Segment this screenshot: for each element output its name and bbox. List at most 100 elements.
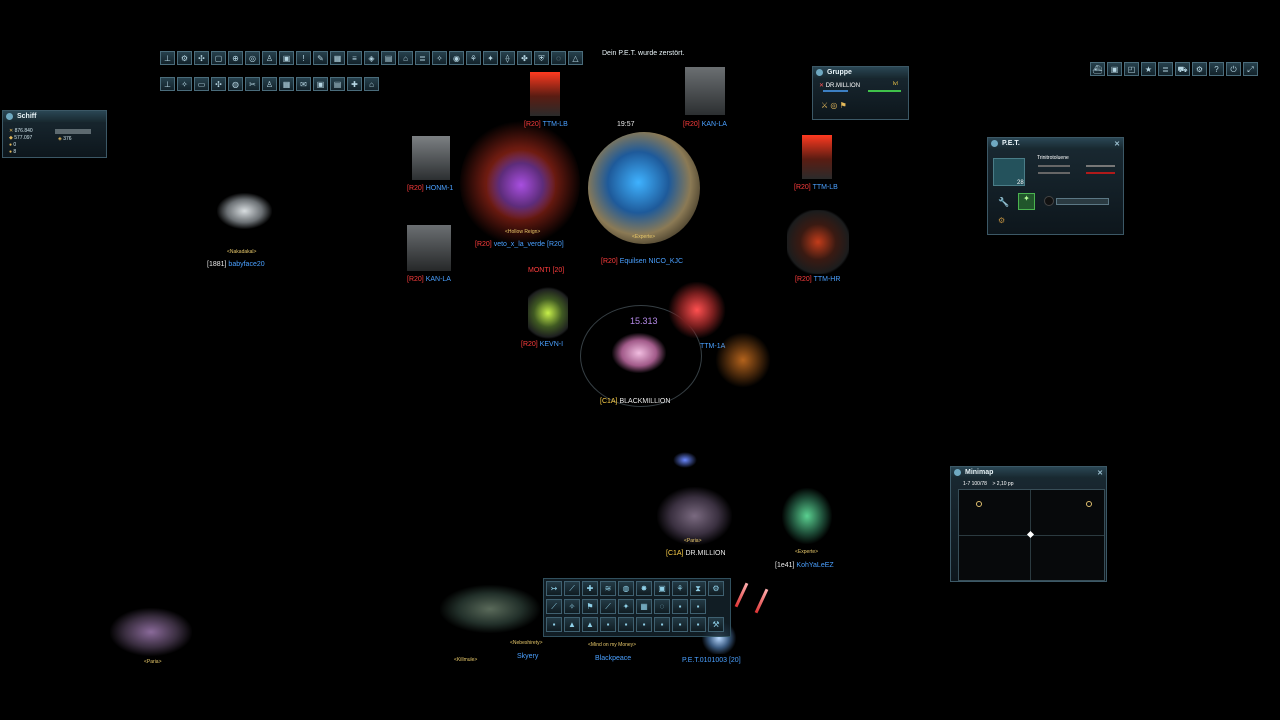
action-slot[interactable]: ↣ — [546, 581, 562, 596]
pet-panel-header[interactable]: P.E.T. ✕ — [988, 138, 1123, 149]
toolbar-button[interactable]: ≣ — [415, 51, 430, 65]
pet-label[interactable]: P.E.T.0101003 [20] — [682, 657, 741, 664]
toolbar-button[interactable]: ♙ — [262, 77, 277, 91]
kan-la-left-label[interactable]: [R20] KAN-LA — [407, 276, 451, 283]
honm-label[interactable]: [R20] HONM-1 — [407, 185, 454, 192]
action-slot[interactable]: ⧗ — [690, 581, 706, 596]
ship-panel-header[interactable]: Schiff — [3, 111, 106, 122]
green-ship[interactable] — [528, 284, 568, 342]
babyface-ship[interactable] — [217, 193, 272, 229]
tower-grey-left-2[interactable] — [407, 225, 451, 271]
toolbar-button[interactable]: ✦ — [483, 51, 498, 65]
toolbar-button[interactable]: ✂ — [245, 77, 260, 91]
ttm-lb-right-label[interactable]: [R20] TTM-LB — [794, 184, 838, 191]
action-slot[interactable]: ⟋ — [600, 599, 616, 614]
close-icon[interactable]: ✕ — [1097, 470, 1103, 477]
pet-gear-slot[interactable] — [1044, 196, 1054, 206]
action-slot[interactable]: ▪ — [618, 617, 634, 632]
tower-red-right-2[interactable] — [787, 210, 849, 274]
tower-grey-left[interactable] — [412, 136, 450, 180]
ship-icon[interactable]: ⛴ — [1090, 62, 1105, 76]
action-slot[interactable]: ▪ — [600, 617, 616, 632]
toolbar-button[interactable]: ▢ — [211, 51, 226, 65]
toolbar-button[interactable]: ✤ — [517, 51, 532, 65]
shop-icon[interactable]: ▣ — [1107, 62, 1122, 76]
action-slot[interactable]: ✚ — [582, 581, 598, 596]
toolbar-button[interactable]: ✧ — [432, 51, 447, 65]
toolbar-button[interactable]: ✉ — [296, 77, 311, 91]
action-slot[interactable]: ⚒ — [708, 617, 724, 632]
tower-grey-top[interactable] — [685, 67, 725, 115]
veto-label[interactable]: [R20] veto_x_la_verde [R20] — [475, 241, 564, 248]
action-slot[interactable]: ⟋ — [546, 599, 562, 614]
action-slot[interactable]: ◌ — [654, 599, 670, 614]
action-slot[interactable]: ▪ — [672, 599, 688, 614]
ttm-lb-top-label[interactable]: [R20] TTM-LB — [524, 121, 568, 128]
blackmillion-label[interactable]: [C1A] BLACKMILLION — [600, 398, 671, 405]
action-slot[interactable]: ✸ — [636, 581, 652, 596]
tower-red-top[interactable] — [530, 72, 560, 116]
action-slot[interactable]: ▪ — [636, 617, 652, 632]
settings-icon[interactable]: ⚙ — [1192, 62, 1207, 76]
action-slot[interactable]: ▪ — [690, 599, 706, 614]
action-slot[interactable]: ▪ — [672, 617, 688, 632]
group-panel-header[interactable]: Gruppe — [813, 67, 908, 78]
toolbar-button[interactable]: ⊕ — [228, 51, 243, 65]
toolbar-button[interactable]: ✣ — [194, 51, 209, 65]
toolbar-button[interactable]: ✎ — [313, 51, 328, 65]
action-slot[interactable]: ⚘ — [672, 581, 688, 596]
toolbar-button[interactable]: ◌ — [551, 51, 566, 65]
toolbar-button[interactable]: ✚ — [347, 77, 362, 91]
toolbar-button[interactable]: ▤ — [330, 77, 345, 91]
monti-label[interactable]: MONTI [20] — [528, 267, 565, 274]
ttm-hr-label[interactable]: [R20] TTM-HR — [795, 276, 841, 283]
action-slot[interactable]: ▣ — [654, 581, 670, 596]
toolbar-button[interactable]: ⟠ — [500, 51, 515, 65]
blackpea-label[interactable]: Blackpeace — [595, 655, 632, 662]
toolbar-button[interactable]: ≡ — [347, 51, 362, 65]
pet-module-icon[interactable]: ⚙ — [998, 216, 1006, 225]
action-slot[interactable]: ▪ — [546, 617, 562, 632]
action-slot[interactable]: ✧ — [564, 599, 580, 614]
action-slot[interactable]: ✦ — [618, 599, 634, 614]
action-slot[interactable]: ▪ — [690, 617, 706, 632]
green-winged-ship[interactable] — [782, 488, 832, 544]
toolbar-button[interactable]: ⌂ — [364, 77, 379, 91]
action-slot[interactable]: ◍ — [618, 581, 634, 596]
action-slot[interactable]: ⚑ — [582, 599, 598, 614]
ally-ship-bottom-center[interactable] — [440, 585, 540, 633]
dr-million-ship[interactable] — [657, 487, 732, 545]
group-action-icons[interactable]: ⚔ ◎ ⚑ — [821, 101, 847, 110]
skill-icon[interactable]: ≣ — [1158, 62, 1173, 76]
kevn-label[interactable]: [R20] KEVN-I — [521, 341, 564, 348]
toolbar-button[interactable]: ♙ — [262, 51, 277, 65]
gate-label[interactable]: [R20] Equilsen NICO_KJC — [601, 258, 684, 265]
action-slot[interactable]: ▲ — [564, 617, 580, 632]
target-1-label[interactable]: TTM-1A — [700, 343, 725, 350]
pink-player-ship[interactable] — [612, 333, 666, 373]
pet-mode-button[interactable]: ✦ — [1018, 193, 1035, 210]
purple-ship[interactable] — [487, 150, 555, 220]
kohyal-label[interactable]: [1e41] KohYaLeEZ — [775, 562, 834, 569]
action-slot[interactable]: ⚙ — [708, 581, 724, 596]
toolbar-button[interactable]: ⚙ — [177, 51, 192, 65]
cart-icon[interactable]: ⛟ — [1175, 62, 1190, 76]
toolbar-button[interactable]: ▤ — [381, 51, 396, 65]
toolbar-button[interactable]: ✣ — [211, 77, 226, 91]
toolbar-button[interactable]: ▦ — [279, 77, 294, 91]
kan-la-top-label[interactable]: [R20] KAN-LA — [683, 121, 727, 128]
star-icon[interactable]: ★ — [1141, 62, 1156, 76]
toolbar-button[interactable]: ◉ — [449, 51, 464, 65]
dr-million-label[interactable]: [C1A] DR.MILLION — [666, 550, 726, 557]
toolbar-button[interactable]: ⊥ — [160, 51, 175, 65]
toolbar-button[interactable]: ⛨ — [534, 51, 549, 65]
blue-small-ship[interactable] — [673, 452, 697, 468]
toolbar-button[interactable]: △ — [568, 51, 583, 65]
toolbar-button[interactable]: ✧ — [177, 77, 192, 91]
toolbar-button[interactable]: ! — [296, 51, 311, 65]
tower-red-right[interactable] — [802, 135, 832, 179]
toolbar-button[interactable]: ◈ — [364, 51, 379, 65]
power-icon[interactable]: ⏻ — [1226, 62, 1241, 76]
gate-sphere[interactable] — [588, 132, 700, 244]
action-slot[interactable]: ⟋ — [564, 581, 580, 596]
